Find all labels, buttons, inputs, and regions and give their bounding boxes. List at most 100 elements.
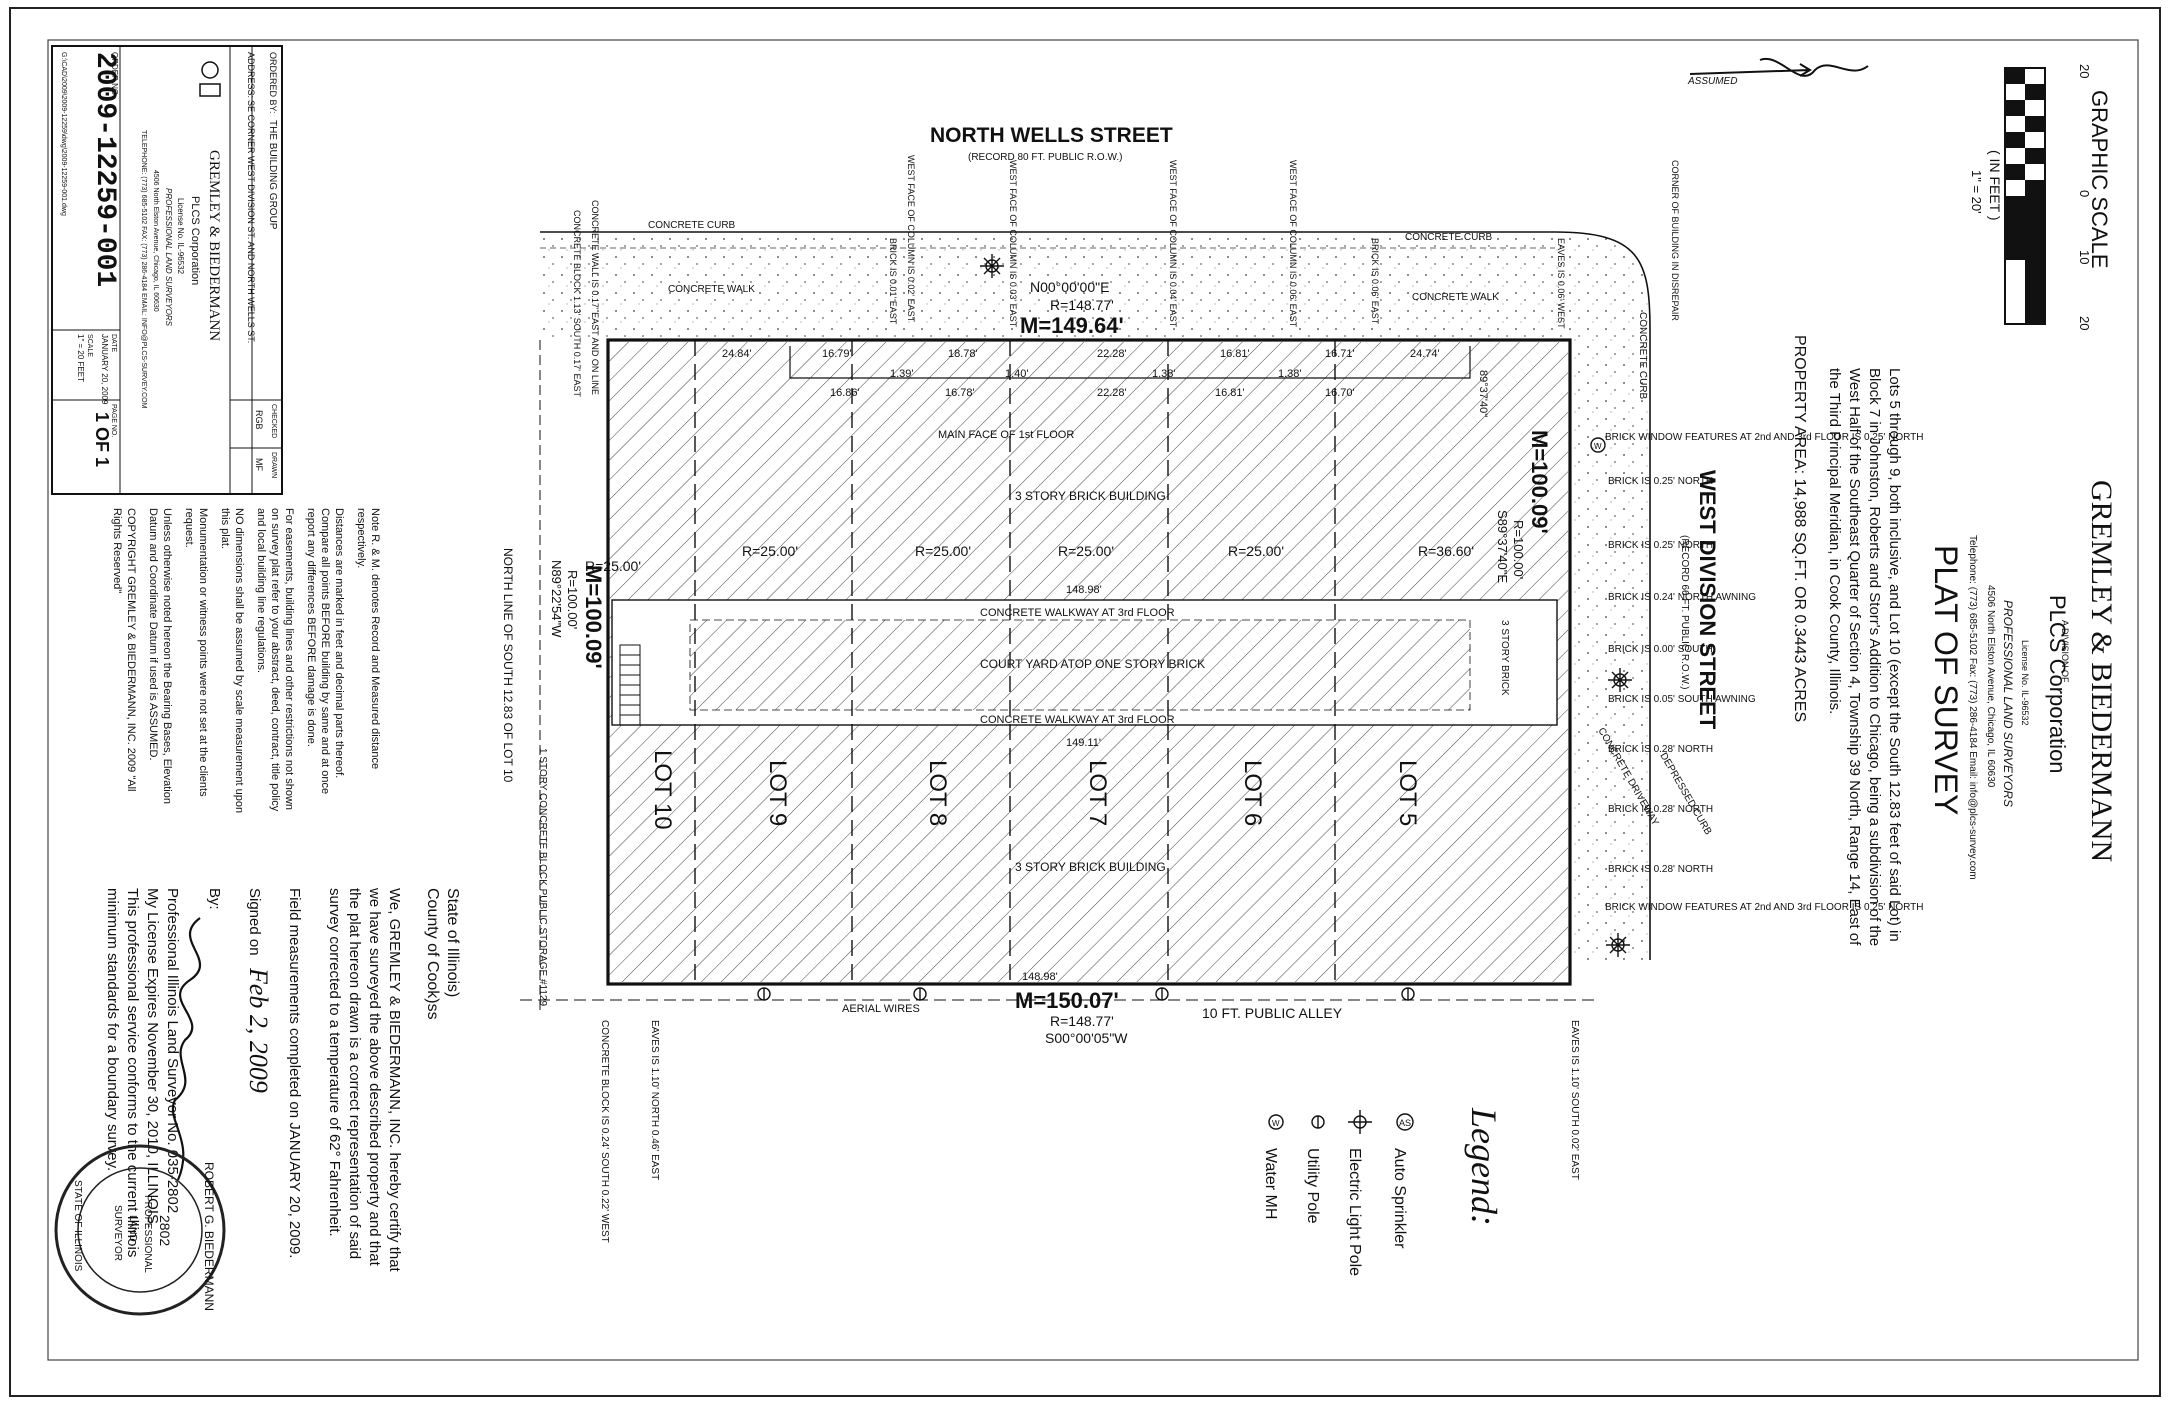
courtyard-label: COURT YARD ATOP ONE STORY BRICK (980, 657, 1205, 671)
company-phone: Telephone: (773) 685-5102 Fax: (773) 286… (1967, 535, 1978, 880)
lot-8-label: LOT 8 (924, 760, 951, 826)
three-story-brick-label: 3 STORY BRICK (1499, 620, 1510, 696)
walk-label-1: CONCRETE WALK (668, 284, 755, 295)
west-division-street-label: WEST DIVISION STREET (1695, 470, 1720, 730)
east-callout-7: BRICK IS 0.28' NORTH (1608, 744, 1713, 755)
column-offset-3: 1.38' (1152, 368, 1176, 380)
tb-order-no: 2009-12259-001 (89, 52, 120, 287)
legend-auto-sprinkler: Auto Sprinkler (1391, 1148, 1408, 1249)
lot-7-label: LOT 7 (1084, 760, 1111, 826)
tb-ordered-by: THE BUILDING GROUP (267, 120, 278, 230)
electric-light-pole-icon (1608, 668, 1632, 692)
tb-checked: RGB (254, 410, 264, 430)
tb-date-label: DATE (110, 334, 117, 352)
cert-line-1: We, GREMLEY & BIEDERMANN, INC. hereby ce… (386, 888, 403, 1273)
tb-file-path: G:\CAD\2009\2009-12259\dwg\2009-12259-00… (60, 52, 67, 216)
surveyor-signature (171, 917, 202, 1181)
note-5: report any differences BEFORE damage is … (305, 508, 317, 747)
west-division-street-record: (RECORD 66 FT. PUBLIC R.O.W.) (1679, 535, 1690, 689)
tb-scale-label: SCALE (86, 334, 93, 357)
callout-eaves: EAVES IS 0.06' WEST (1556, 238, 1566, 329)
top-dim-6: 16.71' (1325, 348, 1355, 360)
corner-angle: 89°37'40" (1477, 370, 1489, 417)
south-record: R=148.77' (1050, 1013, 1114, 1029)
svg-text:W: W (1272, 1119, 1280, 1128)
east-record: R=100.00' (1511, 520, 1526, 579)
note-9: NO dimensions shall be assumed by scale … (233, 508, 245, 813)
note-16: Rights Reserved" (111, 508, 123, 593)
dim-149-11: 149.11' (1066, 737, 1101, 749)
north-arrow: ASSUMED (1687, 57, 1869, 87)
top-dimensions: 24.84' 16.79' 18.78' 22.28' 16.81' 16.71… (722, 348, 1440, 399)
legal-line-1: Lots 5 through 9, both inclusive, and Lo… (1886, 368, 1903, 942)
note-13: Unless otherwise noted hereon the Bearin… (161, 508, 173, 804)
title-block: ORDERED BY: THE BUILDING GROUP ADDRESS: … (51, 45, 283, 495)
utility-pole-icon (1311, 1115, 1325, 1129)
legal-line-4: the Third Principal Meridian, in Cook Co… (1826, 368, 1843, 714)
electric-light-pole-icon (980, 254, 1004, 278)
seal-number: 2802 (157, 1215, 173, 1246)
company-logo (199, 61, 221, 97)
east-callout-9: BRICK IS 0.28' NORTH (1608, 864, 1713, 875)
tb-page-label: PAGE NO. (110, 404, 117, 437)
tb-license: License No. IL-96532 (176, 198, 185, 275)
certificate: State of Illinois) County of Cook)ss We,… (104, 887, 461, 1273)
scale-bar (2004, 67, 2046, 325)
lot-9-label: LOT 9 (764, 760, 791, 826)
tb-company-2: PLCS Corporation (189, 196, 201, 285)
company-profession: PROFESSIONAL LAND SURVEYORS (2001, 600, 2015, 807)
note-1: Note R. & M. denotes Record and Measured… (369, 508, 381, 769)
east-bearing: S89°37'40"E (1495, 510, 1510, 583)
callout-concrete-wall: CONCRETE WALL IS 0.17' EAST AND ON LINE (590, 200, 600, 395)
south-measured: M=150.07' (1015, 988, 1119, 1013)
south-building-label: 3 STORY BRICK BUILDING (1015, 860, 1166, 874)
company-license: License No. IL-96532 (2020, 640, 2030, 726)
alley-label: 10 FT. PUBLIC ALLEY (1202, 1005, 1343, 1021)
seal-line-3: SURVEYOR (112, 1205, 123, 1261)
inner-dim-1: 16.86' (830, 387, 860, 399)
callout-brick-2: BRICK IS 0.06' EAST (1370, 238, 1380, 325)
west-measured: M=100.09' (581, 565, 606, 669)
company-header: GREMLEY & BIEDERMANN A DIVISION OF PLCS … (1928, 480, 2118, 880)
seal-line-2: LAND (127, 1215, 138, 1242)
note-2: respectively. (355, 508, 367, 568)
water-mh-icon: W (1590, 437, 1606, 453)
inner-dim-3: 22.28' (1097, 387, 1127, 399)
seal-line-4: STATE OF ILLINOIS (72, 1180, 83, 1272)
scale-unit: ( IN FEET ) (1987, 150, 2003, 221)
note-11: Monumentation or witness points were not… (197, 508, 209, 797)
lot-10-width: R=25.00' (585, 558, 641, 574)
east-measured: M=100.09' (1527, 430, 1552, 534)
note-6: For easements, building lines and other … (283, 508, 295, 810)
column-offset-1: 1.39' (890, 368, 914, 380)
utility-pole-icon (757, 987, 771, 1001)
south-callouts: AERIAL WIRES 10 FT. PUBLIC ALLEY EAVES I… (599, 1003, 1580, 1243)
east-callout-5: BRICK IS 0.00' SOUTH (1608, 644, 1713, 655)
auto-sprinkler-icon: AS (1396, 1113, 1414, 1131)
cert-conforms: This professional service conforms to th… (124, 888, 141, 1257)
dim-148-98-top: 148.98' (1066, 584, 1102, 596)
tb-phone-line: TELEPHONE: (773) 685-5102 FAX: (773) 286… (140, 130, 147, 409)
water-mh-icon: W (1268, 1114, 1284, 1130)
tb-page: 1 OF 1 (92, 412, 112, 467)
sidewalk-area (540, 231, 1651, 960)
south-callout-2: EAVES IS 1.10' NORTH 0.46' EAST (649, 1020, 660, 1180)
north-wells-street-record: (RECORD 80 FT. PUBLIC R.O.W.) (968, 152, 1122, 163)
lot-6-label: LOT 6 (1239, 760, 1266, 826)
assumed-label: ASSUMED (1687, 76, 1737, 87)
note-15: COPYRIGHT GREMLEY & BIEDERMANN, INC. 200… (125, 508, 137, 791)
tb-ordered-by-label: ORDERED BY: (268, 52, 278, 114)
company-name: GREMLEY & BIEDERMANN (2085, 480, 2118, 862)
tb-drawn: MF (254, 458, 264, 471)
legend: Legend: AS Auto Sprinkler Electric Light… (1262, 1107, 1504, 1276)
walk-label-2: CONCRETE WALK (1412, 292, 1499, 303)
legend-utility-pole: Utility Pole (1304, 1148, 1321, 1224)
tb-drawn-label: DRAWN (270, 452, 277, 478)
callout-col-4: WEST FACE OF COLUMN IS 0.06' EAST (1288, 160, 1298, 328)
callout-brick-1: BRICK IS 0.01' EAST (888, 238, 898, 325)
west-record: R=100.00' (565, 570, 580, 629)
top-dim-3: 18.78' (948, 348, 978, 360)
concrete-curb-north (540, 231, 1651, 960)
tb-date: JANUARY 20, 2009 (100, 334, 109, 405)
main-face-label: MAIN FACE OF 1st FLOOR (938, 429, 1074, 441)
